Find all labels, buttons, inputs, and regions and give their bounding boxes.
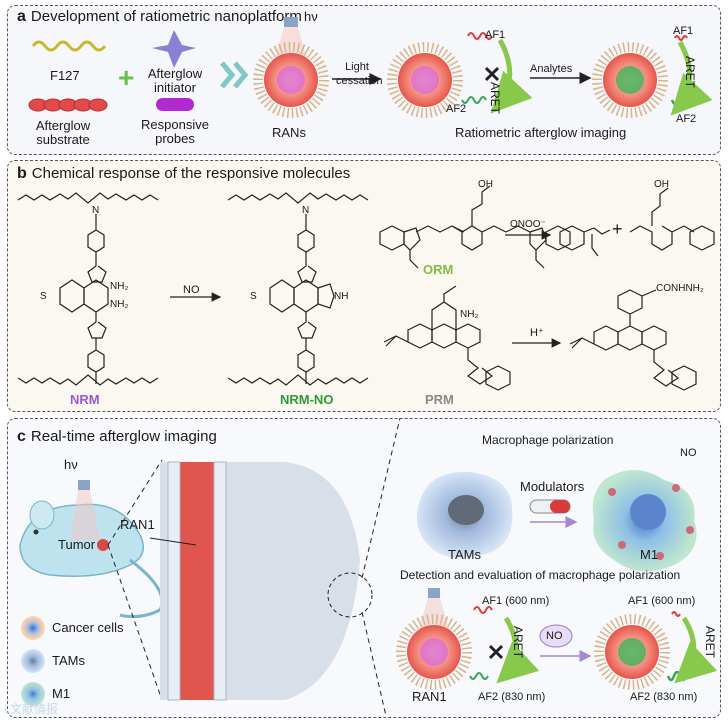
nrm-n-label: N xyxy=(92,205,100,216)
legend-m1-icon xyxy=(21,682,45,706)
nrm-s-label: S xyxy=(40,291,47,302)
modulators-label: Modulators xyxy=(520,479,585,494)
detection-label: Detection and evaluation of macrophage p… xyxy=(400,568,681,582)
f127-chain xyxy=(31,40,107,52)
afterglow-initiator-label: Afterglow initiator xyxy=(147,66,203,95)
af1-emission-icon xyxy=(467,32,493,40)
watermark: i 文献情报 xyxy=(4,702,59,716)
legend-tams-label: TAMs xyxy=(52,653,85,668)
conhnh2-label: CONHNH₂ xyxy=(656,283,704,294)
orm-structure xyxy=(379,185,571,269)
onoo-label: ONOO⁻ xyxy=(510,219,546,230)
aret-arc xyxy=(490,38,533,114)
no-badge-label: NO xyxy=(546,630,563,642)
h-plus-label: H⁺ xyxy=(530,327,544,339)
macrophage-polarization-label: Macrophage polarization xyxy=(482,433,614,447)
nrm-structure xyxy=(17,192,159,386)
ran1-label: RAN1 xyxy=(412,689,447,704)
orm-product-1 xyxy=(559,225,611,257)
light-cessation-label: Light cessation xyxy=(336,61,383,87)
panel-a-graphics: + xyxy=(28,17,713,160)
blood-vessel xyxy=(180,462,214,700)
activated-nanoparticle-c xyxy=(599,619,665,685)
no-badge xyxy=(539,624,573,648)
af2-label-c2: AF2 (830 nm) xyxy=(630,691,698,703)
analytes-label: Analytes xyxy=(530,63,573,75)
hv-label: hν xyxy=(304,9,318,24)
plus-product: + xyxy=(612,219,623,239)
rans-label: RANs xyxy=(272,125,306,140)
orm-product-oh-label: OH xyxy=(654,179,669,190)
aret-label-c: ARET xyxy=(511,626,525,659)
orm-product-2 xyxy=(629,187,715,251)
panel-b-graphics xyxy=(17,185,715,391)
no-reagent-label: NO xyxy=(183,284,200,296)
tams-cell-label: TAMs xyxy=(448,547,481,562)
block-cross-c xyxy=(488,644,504,660)
prm-nh2-label: NH₂ xyxy=(460,309,479,320)
af2-emission-icon xyxy=(461,96,487,104)
ran1-label-tissue: RAN1 xyxy=(120,517,155,532)
nrm-no-n-label: N xyxy=(302,205,310,216)
af2-label-c: AF2 (830 nm) xyxy=(478,691,546,703)
prm-name: PRM xyxy=(425,392,454,407)
af1-emission-icon-2 xyxy=(674,35,688,41)
nrm-no-nh-label: NH xyxy=(334,291,349,302)
chevron-arrows xyxy=(220,61,249,89)
prm-product-structure xyxy=(569,289,697,391)
orm-oh-label: OH xyxy=(478,179,493,190)
orm-name: ORM xyxy=(423,262,454,277)
lamp-icon-c2 xyxy=(418,588,450,632)
aret-label-c2: ARET xyxy=(703,626,717,659)
modulator-pill-icon xyxy=(529,499,571,514)
aret-arc-2 xyxy=(670,40,713,116)
nrm-no-structure xyxy=(227,192,369,386)
f127-label: F127 xyxy=(50,68,80,83)
af1-label: AF1 xyxy=(485,29,506,41)
responsive-probe-icon xyxy=(156,98,194,111)
af1-emission-c xyxy=(473,606,493,614)
legend-m1-label: M1 xyxy=(52,686,71,701)
af1-label-2: AF1 xyxy=(673,25,694,37)
afterglow-substrate-label: Afterglow substrate xyxy=(35,118,91,147)
no-release-label: NO xyxy=(680,447,697,459)
af1-label-c2: AF1 (600 nm) xyxy=(628,595,696,607)
block-cross-icon xyxy=(484,66,500,82)
legend-cancer-label: Cancer cells xyxy=(52,620,124,635)
panel-b xyxy=(7,160,721,412)
tumor-spot xyxy=(97,539,109,551)
nrm-nh2-1: NH₂ xyxy=(110,281,129,292)
ratiometric-label: Ratiometric afterglow imaging xyxy=(455,125,627,140)
nrm-nh2-2: NH₂ xyxy=(110,299,129,310)
ran1-nanoparticle xyxy=(401,619,467,685)
prm-structure xyxy=(383,285,511,391)
m1-cell-label: M1 xyxy=(640,547,659,562)
af2-label: AF2 xyxy=(446,103,467,115)
legend-cancer-icon xyxy=(21,616,45,640)
plus-sign: + xyxy=(118,62,134,93)
afterglow-initiator-icon xyxy=(152,30,196,68)
lamp-icon-c xyxy=(70,480,100,540)
afterglow-substrate-beads xyxy=(28,98,108,112)
nrm-name: NRM xyxy=(70,392,100,407)
af1-label-c: AF1 (600 nm) xyxy=(482,595,550,607)
responsive-probes-label: Responsive probes xyxy=(141,117,209,146)
nrm-no-s-label: S xyxy=(250,291,257,302)
hv-label-c: hν xyxy=(64,457,78,472)
tumor-label: Tumor xyxy=(58,537,96,552)
legend-tams-icon xyxy=(21,649,45,673)
af2-emission-c xyxy=(469,672,489,680)
af2-label-2: AF2 xyxy=(676,113,697,125)
nrm-no-name: NRM-NO xyxy=(280,392,334,407)
